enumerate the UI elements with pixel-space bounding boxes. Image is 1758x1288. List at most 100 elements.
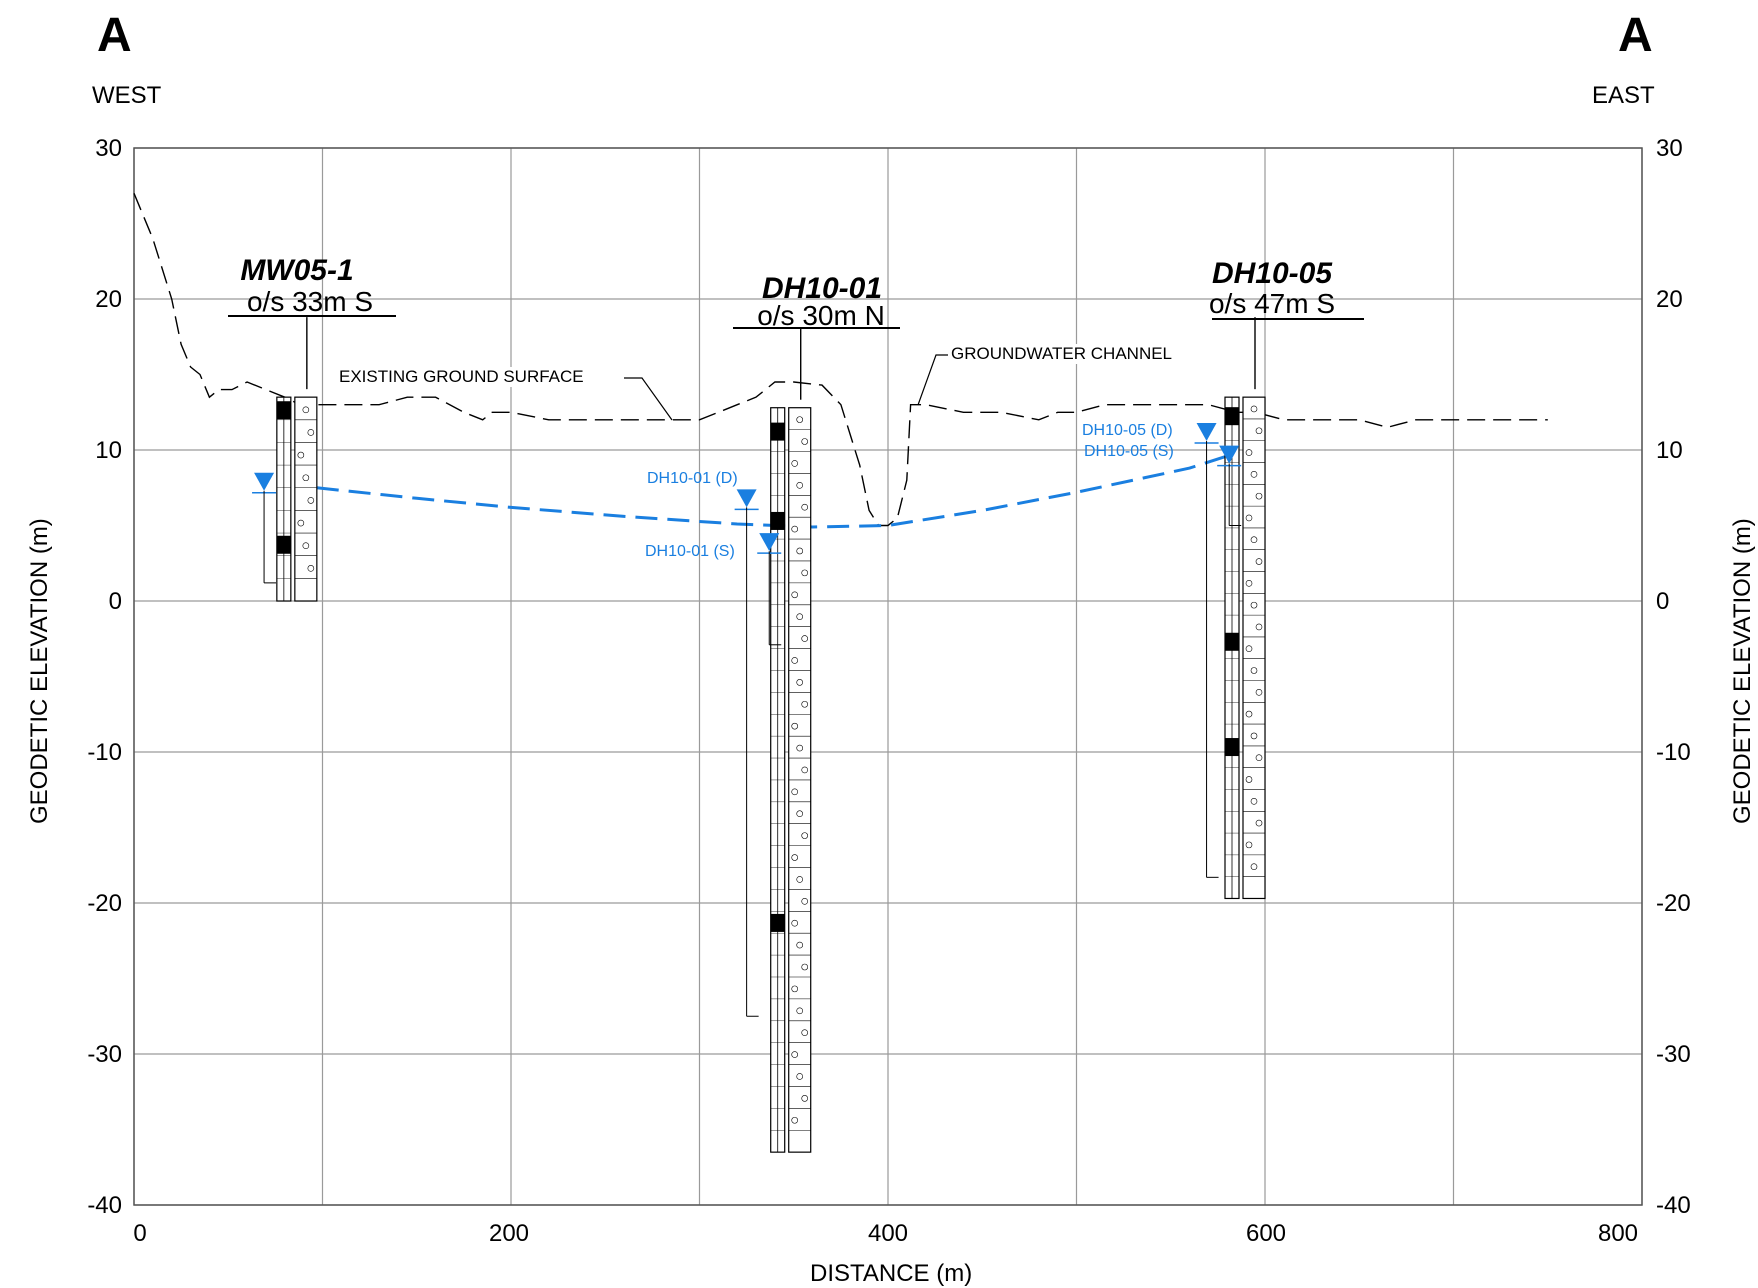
groundwater-channel-label: GROUNDWATER CHANNEL [949, 344, 1175, 364]
soil-pattern-mark [796, 941, 804, 949]
x-axis-title: DISTANCE (m) [810, 1260, 973, 1287]
borehole-offset-dh10-01: o/s 30m N [757, 300, 885, 331]
x-tick: 800 [1597, 1220, 1639, 1247]
water-level-label: DH10-05 (D) [1082, 422, 1173, 439]
y-tick-right: -30 [1656, 1041, 1691, 1068]
soil-pattern-mark [1255, 492, 1263, 500]
soil-pattern-mark [302, 406, 310, 414]
soil-pattern-mark [801, 963, 809, 971]
borehole-logs [228, 315, 1364, 1153]
soil-pattern-mark [1250, 536, 1258, 544]
soil-pattern-mark [1255, 623, 1263, 631]
sample-block [276, 401, 291, 420]
soil-pattern-mark [791, 591, 799, 599]
y-axis-title-right: GEODETIC ELEVATION (m) [1729, 518, 1756, 824]
soil-pattern-mark [1250, 667, 1258, 674]
water-level-marker [736, 489, 757, 508]
soil-pattern-mark [307, 565, 315, 572]
soil-pattern-mark [302, 542, 310, 550]
soil-pattern-mark [1255, 819, 1263, 827]
borehole-strip-right [1242, 396, 1266, 900]
y-axis-title-left: GEODETIC ELEVATION (m) [26, 518, 53, 824]
y-tick-left: -40 [87, 1192, 122, 1219]
soil-pattern-mark [1255, 689, 1263, 696]
soil-pattern-mark [801, 832, 809, 839]
y-tick-left: 0 [108, 588, 122, 615]
soil-pattern-mark [796, 744, 804, 752]
y-tick-right: -20 [1656, 890, 1691, 917]
y-tick-right: 0 [1656, 588, 1670, 615]
sample-block [276, 535, 291, 554]
direction-west: WEST [92, 82, 162, 109]
x-tick: 200 [488, 1220, 530, 1247]
borehole-title-dh10-05: DH10-05 [1211, 257, 1333, 290]
y-tick-left: 30 [95, 135, 122, 162]
y-tick-left: -30 [87, 1041, 122, 1068]
water-level-marker-mw05-1 [254, 472, 275, 491]
water-level-marker [1196, 422, 1217, 441]
y-tick-right: 20 [1656, 286, 1683, 313]
sample-block [1225, 407, 1239, 426]
section-mark-left: A [97, 9, 132, 62]
y-tick-left: -20 [87, 890, 122, 917]
soil-pattern-mark [1255, 427, 1263, 435]
soil-pattern-mark [796, 1073, 804, 1080]
ground-surface-path [133, 193, 1548, 527]
soil-pattern-mark [297, 519, 305, 527]
soil-pattern-mark [801, 898, 809, 905]
water-level-label: DH10-01 (S) [645, 543, 735, 560]
soil-pattern-mark [801, 766, 809, 774]
soil-pattern-mark [791, 525, 799, 533]
direction-east: EAST [1592, 82, 1655, 109]
soil-pattern-mark [796, 613, 804, 620]
soil-pattern-mark [1245, 514, 1253, 522]
soil-pattern-mark [791, 788, 799, 796]
existing-ground-surface-line [133, 193, 1548, 527]
soil-pattern-mark [796, 547, 804, 555]
annotation-leaders [263, 354, 1242, 1017]
soil-pattern-mark [801, 635, 809, 642]
water-level-label: DH10-01 (D) [647, 470, 738, 487]
water-level-marker [1219, 445, 1240, 464]
x-tick: 600 [1245, 1220, 1287, 1247]
plot-frame [133, 147, 1643, 1206]
x-tick: 400 [867, 1220, 909, 1247]
borehole-log [770, 327, 812, 1153]
soil-pattern-mark [801, 569, 809, 577]
soil-pattern-mark [1245, 841, 1253, 849]
sample-block [770, 913, 785, 932]
soil-pattern-mark [1250, 405, 1258, 413]
soil-pattern-mark [796, 679, 804, 686]
ground-surface-label: EXISTING GROUND SURFACE [337, 367, 586, 387]
soil-pattern-mark [796, 1007, 804, 1015]
soil-pattern-mark [801, 503, 809, 511]
soil-pattern-mark [791, 1116, 799, 1124]
sample-block [1225, 632, 1239, 651]
borehole-log [276, 317, 318, 602]
soil-pattern-mark [1250, 732, 1258, 740]
y-tick-right: 10 [1656, 437, 1683, 464]
soil-pattern-mark [796, 416, 804, 423]
y-tick-left: 20 [95, 286, 122, 313]
channel-leader [917, 354, 948, 406]
sample-block [770, 422, 785, 441]
borehole-offset-dh10-05: o/s 47m S [1208, 288, 1336, 319]
groundwater-table-line [316, 451, 1238, 529]
soil-pattern-mark [1250, 863, 1258, 870]
soil-pattern-mark [307, 497, 315, 504]
soil-pattern-mark [1245, 710, 1253, 718]
borehole-title-dh10-01: DH10-01 [761, 272, 883, 305]
borehole-strip-right [294, 396, 318, 602]
soil-pattern-mark [791, 985, 799, 993]
soil-pattern-mark [297, 451, 305, 459]
soil-pattern-mark [1245, 776, 1253, 783]
section-mark-right: A [1618, 9, 1653, 62]
y-tick-left: -10 [87, 739, 122, 766]
soil-pattern-mark [1250, 471, 1258, 478]
soil-pattern-mark [801, 1029, 809, 1036]
soil-pattern-mark [801, 438, 809, 445]
sample-block [770, 511, 785, 530]
borehole-offset-mw05-1: o/s 33m S [246, 286, 374, 317]
soil-pattern-mark [791, 460, 799, 467]
